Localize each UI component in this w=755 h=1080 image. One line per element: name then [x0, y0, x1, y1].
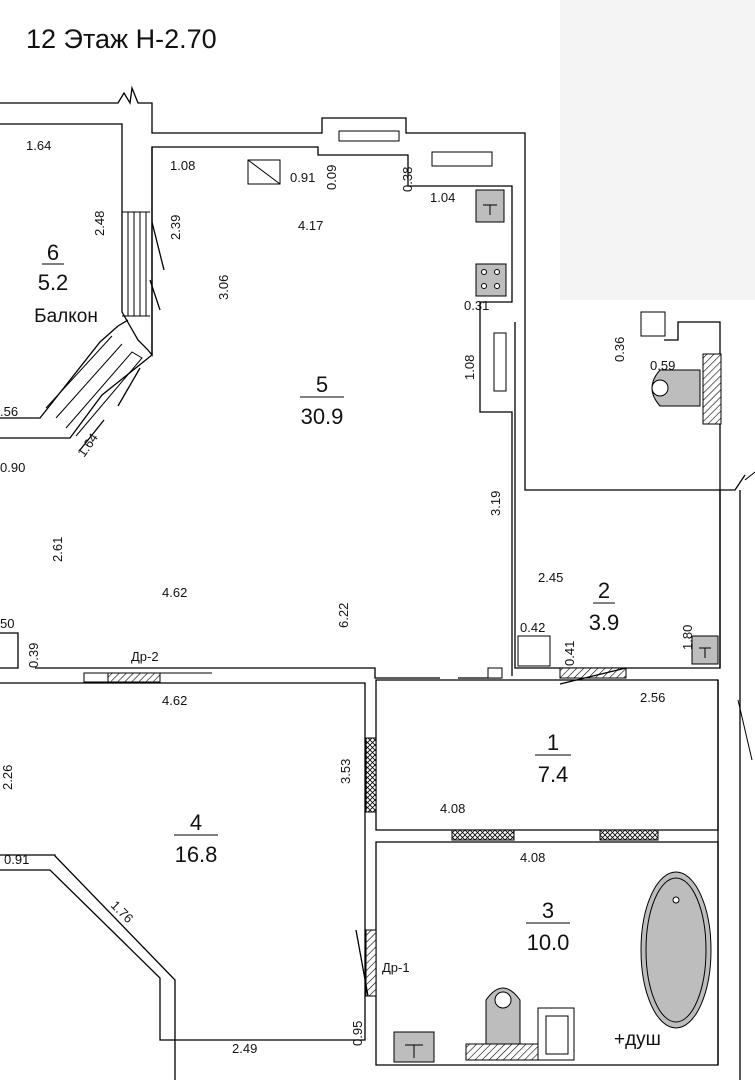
dim-2-48: 2.48	[92, 211, 107, 236]
dimension-labels: 1.64 2.48 2.39 1.08 0.91 0.09 0.38 1.04 …	[0, 138, 695, 1056]
door-dr2-label: Др-2	[131, 649, 159, 664]
fixtures	[247, 159, 722, 1063]
dim-0-95: 0.95	[350, 1021, 365, 1046]
dim-1-80: 1.80	[680, 625, 695, 650]
room-2-number: 2	[598, 578, 610, 603]
dim-3-06: 3.06	[216, 275, 231, 300]
dim-4-62-b: 4.62	[162, 693, 187, 708]
room-5-area: 30.9	[301, 404, 344, 429]
dim-0-09: 0.09	[324, 165, 339, 190]
dim-2-26: 2.26	[0, 765, 15, 790]
dim-1-04: 1.04	[430, 190, 455, 205]
door-dr1-label: Др-1	[382, 960, 410, 975]
dim-0-56: .56	[0, 404, 18, 419]
dim-2-49: 2.49	[232, 1041, 257, 1056]
dim-0-59: 0.59	[650, 358, 675, 373]
dim-1-64-top: 1.64	[26, 138, 51, 153]
dim-6-22: 6.22	[336, 603, 351, 628]
dim-0-91-top: 0.91	[290, 170, 315, 185]
room-6-label: 6 5.2 Балкон	[34, 240, 98, 327]
room-1-area: 7.4	[538, 762, 569, 787]
wall-fixtures	[83, 130, 659, 997]
room-1-number: 1	[547, 730, 559, 755]
shower-note: +душ	[614, 1029, 661, 1050]
balcony-glazing	[45, 211, 165, 451]
dim-0-39: 0.39	[26, 643, 41, 668]
room-6-area: 5.2	[38, 270, 69, 295]
doors	[107, 667, 627, 997]
dim-1-76: 1.76	[108, 898, 137, 927]
dim-0-31: 0.31	[464, 298, 489, 313]
room-6-name: Балкон	[34, 306, 98, 327]
dim-0-36: 0.36	[612, 337, 627, 362]
room-3-area: 10.0	[527, 930, 570, 955]
dim-1-08-top: 1.08	[170, 158, 195, 173]
room-5-number: 5	[316, 372, 328, 397]
dim-1-64-diag: 1.64	[74, 430, 101, 459]
dim-2-56: 2.56	[640, 690, 665, 705]
room-3-label: 3 10.0	[526, 898, 570, 955]
room-5-label: 5 30.9	[300, 372, 344, 429]
dim-4-62-a: 4.62	[162, 585, 187, 600]
room-6-number: 6	[47, 240, 59, 265]
room-4-area: 16.8	[175, 842, 218, 867]
dim-4-08-b: 4.08	[520, 850, 545, 865]
room-2-label: 2 3.9	[589, 578, 620, 635]
dim-4-08-a: 4.08	[440, 801, 465, 816]
dim-2-61: 2.61	[50, 537, 65, 562]
room-2-area: 3.9	[589, 610, 620, 635]
dim-2-45: 2.45	[538, 570, 563, 585]
room-4-label: 4 16.8	[174, 810, 218, 867]
background-shade	[560, 0, 755, 300]
dim-0-42: 0.42	[520, 620, 545, 635]
dim-0-50: 50	[0, 616, 14, 631]
dim-0-91-low: 0.91	[4, 852, 29, 867]
dim-4-17: 4.17	[298, 218, 323, 233]
dim-3-19: 3.19	[488, 491, 503, 516]
floor-title: 12 Этаж Н-2.70	[26, 24, 217, 54]
room-3-number: 3	[542, 898, 554, 923]
room-4-number: 4	[190, 810, 202, 835]
walls	[0, 85, 755, 1080]
room-1-label: 1 7.4	[535, 730, 571, 787]
dim-0-38: 0.38	[400, 167, 415, 192]
dim-0-90: 0.90	[0, 460, 25, 475]
dim-0-41: 0.41	[562, 641, 577, 666]
dim-2-39: 2.39	[168, 215, 183, 240]
dim-3-53: 3.53	[338, 759, 353, 784]
dim-1-08-side: 1.08	[462, 355, 477, 380]
